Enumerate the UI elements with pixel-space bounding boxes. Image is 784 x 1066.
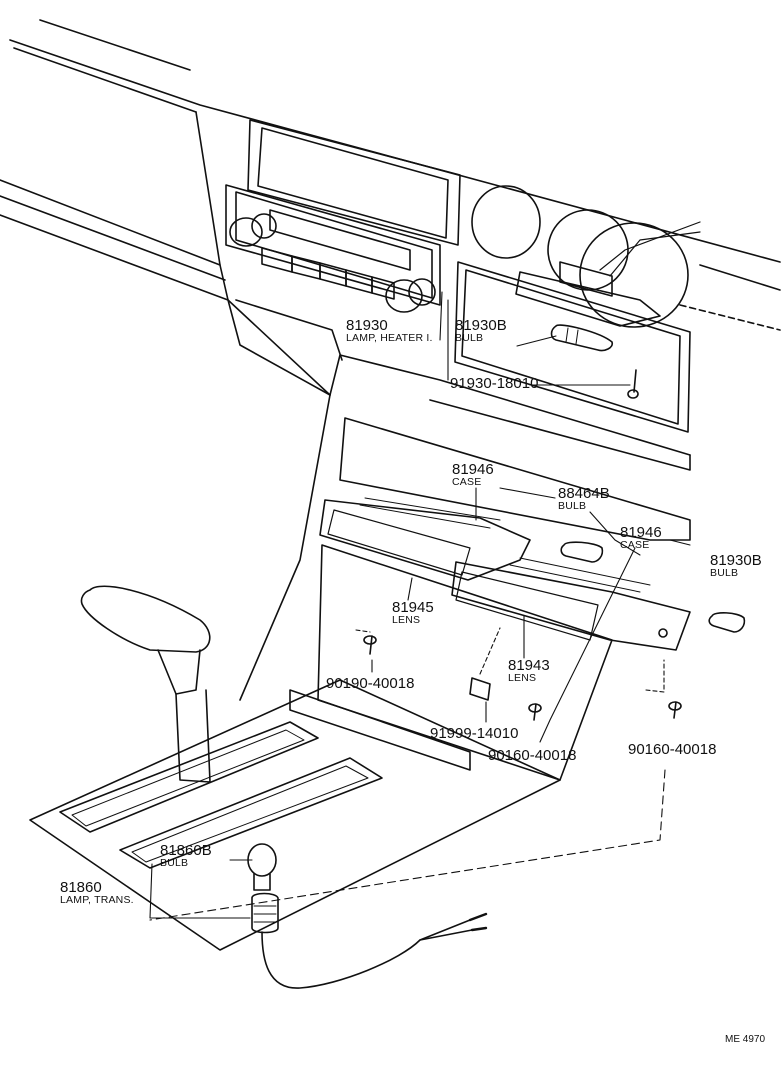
leader-lines xyxy=(149,291,691,921)
bulb-88464b xyxy=(560,541,604,563)
label-81860b: 81860B BULB xyxy=(160,842,212,869)
label-90160-40018-right: 90160-40018 xyxy=(628,741,717,758)
indicator-case-assembly xyxy=(319,497,691,651)
label-81930b-top: 81930B BULB xyxy=(455,317,507,344)
label-81946-right: 81946 CASE xyxy=(620,524,662,551)
label-81930b-right: 81930B BULB xyxy=(710,552,762,579)
label-81860: 81860 LAMP, TRANS. xyxy=(60,879,134,906)
screw-90160-40018-mid xyxy=(528,703,542,721)
label-81945: 81945 LENS xyxy=(392,599,434,626)
shift-lever xyxy=(80,585,211,783)
bulb-81930b-right xyxy=(708,612,746,633)
figure-code: ME 4970 xyxy=(725,1034,766,1045)
screw-90160-40018-right xyxy=(668,701,682,719)
shift-gate xyxy=(59,721,383,869)
label-81930: 81930 LAMP, HEATER I. xyxy=(346,317,433,344)
gauge-cluster xyxy=(454,185,701,433)
label-81946-left: 81946 CASE xyxy=(452,461,494,488)
screw-90190-40018 xyxy=(363,635,377,655)
label-90190-40018: 90190-40018 xyxy=(326,675,415,692)
console-upper xyxy=(29,394,691,951)
label-81943: 81943 LENS xyxy=(508,657,550,684)
label-88464b: 88464B BULB xyxy=(558,485,610,512)
clip-91999-14010 xyxy=(469,677,491,701)
label-91930-18010: 91930-18010 xyxy=(450,375,539,392)
label-91999-14010: 91999-14010 xyxy=(430,725,519,742)
heater-bulb-81930b xyxy=(550,324,614,352)
heater-control-panel xyxy=(225,119,461,313)
trans-lamp-assembly xyxy=(247,843,488,989)
label-90160-40018-mid: 90160-40018 xyxy=(488,747,577,764)
screw-91930-18010 xyxy=(627,369,639,399)
